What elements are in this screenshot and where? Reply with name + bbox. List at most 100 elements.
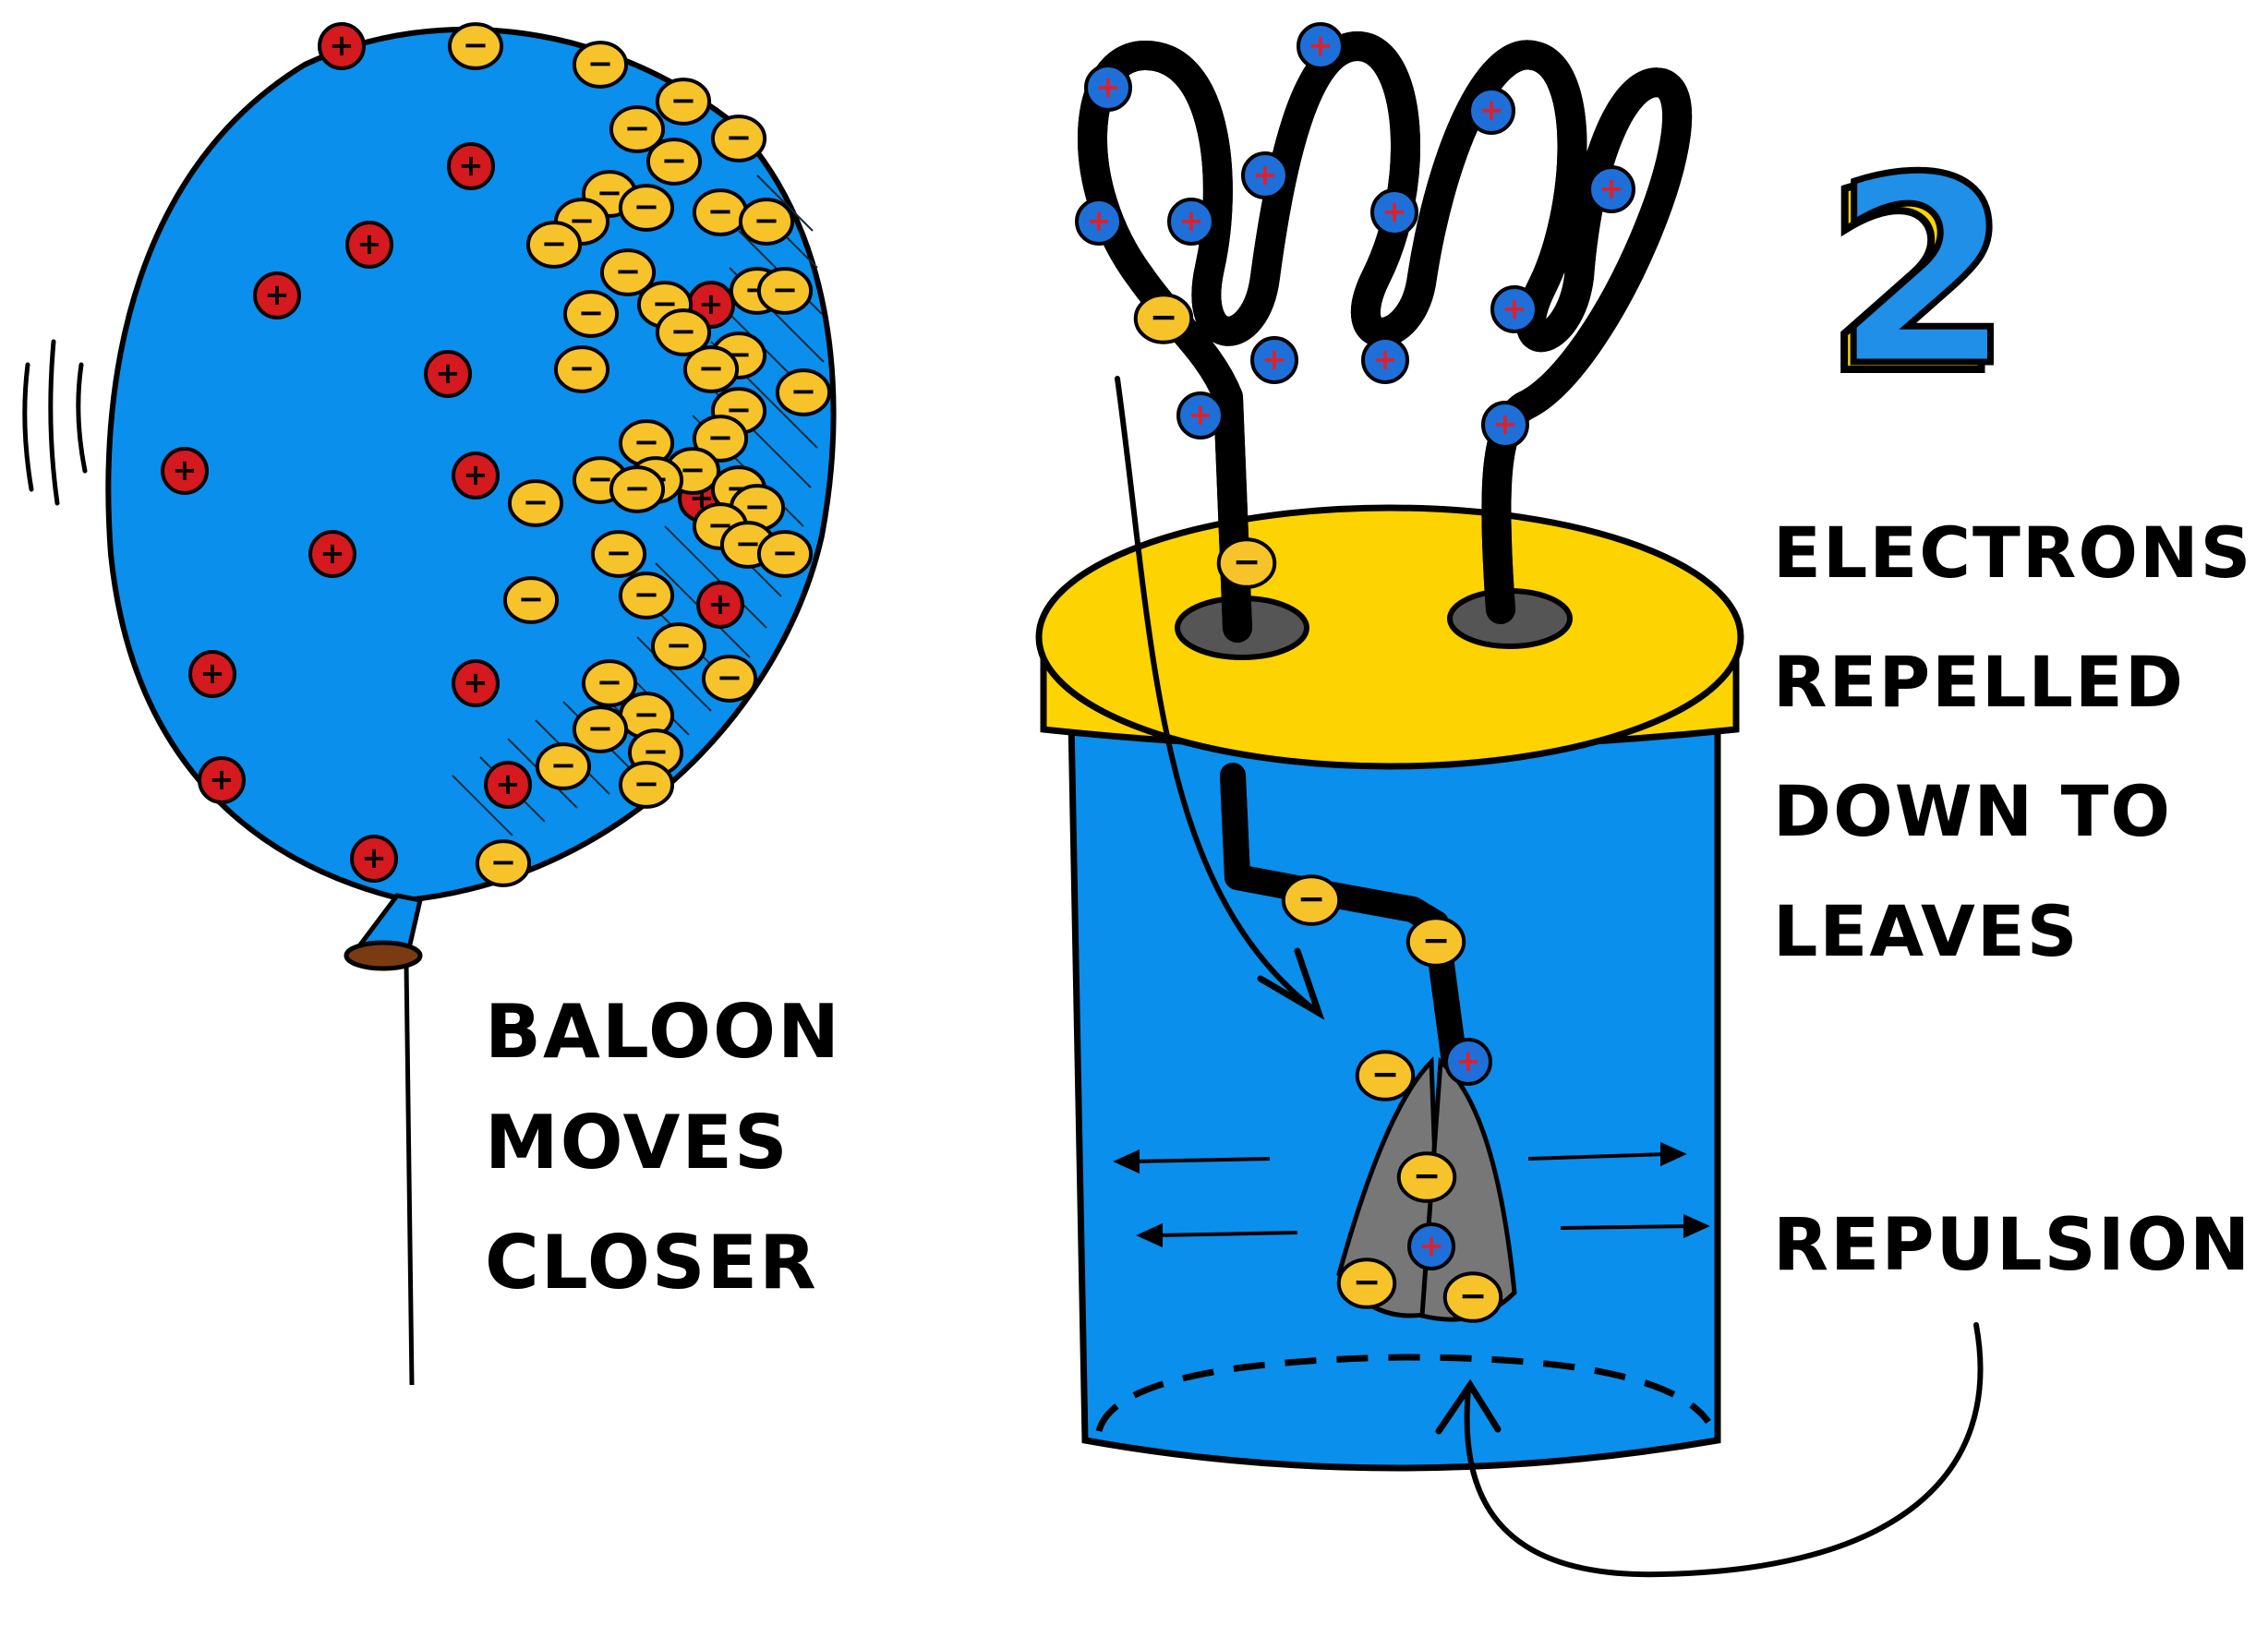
svg-text:−: − (587, 461, 613, 497)
positive-charge: + (1481, 401, 1529, 449)
negative-charge: − (645, 138, 703, 186)
balloon-string (404, 964, 415, 1386)
balloon-knot (344, 940, 423, 971)
svg-text:+: + (495, 766, 520, 801)
positive-charge: + (1490, 285, 1538, 333)
svg-text:−: − (666, 627, 692, 663)
positive-charge: + (447, 142, 495, 190)
svg-text:+: + (1252, 157, 1277, 192)
motion-lines (22, 339, 88, 506)
svg-text:−: − (680, 451, 706, 487)
label-balloon-line-1: BALOON (485, 989, 841, 1075)
repulsion-pointer-arrow (1464, 1322, 1984, 1578)
negative-charge: − (590, 530, 647, 578)
svg-text:−: − (578, 295, 604, 331)
negative-charge: − (692, 188, 749, 236)
svg-text:−: − (1233, 542, 1261, 582)
svg-text:+: + (463, 457, 488, 492)
negative-charge: − (1281, 874, 1342, 926)
positive-charge: + (253, 271, 301, 319)
svg-text:+: + (320, 536, 344, 571)
svg-text:+: + (1188, 397, 1212, 432)
negative-charge: − (572, 705, 629, 753)
negative-charge: − (609, 105, 666, 153)
svg-text:−: − (1422, 921, 1451, 960)
svg-text:+: + (1455, 1043, 1480, 1078)
svg-text:+: + (356, 226, 381, 261)
negative-charge: − (1216, 537, 1277, 589)
jar-lid (1035, 504, 1744, 770)
svg-text:−: − (754, 202, 779, 238)
negative-charge: − (618, 572, 675, 620)
svg-text:+: + (1095, 69, 1120, 104)
negative-charge: − (1405, 916, 1466, 968)
positive-charge: + (1297, 22, 1345, 70)
svg-text:+: + (463, 665, 488, 700)
negative-charge: − (655, 78, 712, 126)
svg-text:+: + (329, 28, 354, 63)
svg-text:−: − (1297, 879, 1326, 919)
negative-charge: − (535, 742, 592, 790)
positive-charge: + (1361, 336, 1409, 384)
positive-charge: + (161, 447, 209, 495)
pointer-arrows (1115, 376, 1984, 1578)
svg-text:+: + (172, 452, 197, 487)
positive-charge: + (345, 221, 393, 269)
svg-text:−: − (717, 659, 742, 695)
label-electrons-line-2: REPELLED (1773, 641, 2185, 723)
positive-charge: + (1241, 151, 1289, 199)
repulsion-arrows (1113, 1141, 1710, 1248)
svg-text:−: − (587, 710, 613, 746)
svg-text:+: + (361, 840, 386, 875)
negative-charge: − (756, 267, 814, 315)
negative-charge: − (738, 198, 795, 246)
positive-charge: + (1176, 391, 1224, 439)
negative-charge: − (756, 530, 814, 578)
balloon-charges: ++++++++++++++++−−−−−−−−−−−−−−−−−−−−−−−−… (161, 22, 832, 887)
svg-text:+: + (264, 277, 289, 312)
negative-charge: − (701, 655, 758, 703)
step-number: 2 (1833, 123, 2013, 424)
svg-text:−: − (550, 747, 576, 783)
positive-charge: + (696, 581, 744, 629)
svg-text:−: − (633, 696, 659, 732)
svg-text:+: + (1502, 291, 1526, 326)
svg-text:−: − (518, 581, 544, 617)
svg-text:+: + (1418, 1228, 1443, 1263)
step-number-badge: 2 2 (1820, 120, 2016, 436)
svg-text:−: − (523, 484, 549, 520)
label-electrons-line-3: DOWN TO (1773, 770, 2172, 852)
positive-charge: + (484, 761, 532, 809)
electroscope (1035, 31, 1744, 1472)
positive-charge: + (424, 350, 472, 398)
svg-text:−: − (633, 765, 659, 801)
svg-text:−: − (597, 664, 622, 700)
label-electrons-line-1: ELECTRONS (1773, 512, 2252, 594)
positive-charge: + (1444, 1038, 1492, 1086)
svg-text:−: − (744, 488, 770, 524)
label-electrons-line-4: LEAVES (1773, 890, 2079, 972)
negative-charge: − (1442, 1271, 1503, 1323)
positive-charge: + (1075, 198, 1123, 246)
svg-text:+: + (1478, 92, 1503, 127)
negative-charge: − (475, 839, 532, 887)
negative-charge: − (572, 41, 629, 89)
svg-text:−: − (661, 142, 687, 178)
label-electrons: ELECTRONS REPELLED DOWN TO LEAVES (1773, 512, 2252, 972)
positive-charge: + (1407, 1222, 1455, 1270)
svg-text:−: − (1353, 1262, 1381, 1302)
negative-charge: − (553, 345, 610, 393)
negative-charge: − (618, 184, 675, 232)
jar-bottom-dashed (1095, 1354, 1711, 1433)
positive-charge: + (318, 22, 366, 70)
positive-charge: + (1587, 165, 1635, 213)
svg-text:−: − (606, 535, 632, 571)
positive-charge: + (188, 650, 236, 698)
svg-text:−: − (1371, 1054, 1400, 1094)
svg-text:−: − (541, 225, 567, 261)
negative-charge: − (650, 622, 707, 670)
svg-text:−: − (726, 119, 752, 155)
negative-charge: − (525, 221, 583, 269)
svg-text:−: − (1413, 1156, 1442, 1196)
